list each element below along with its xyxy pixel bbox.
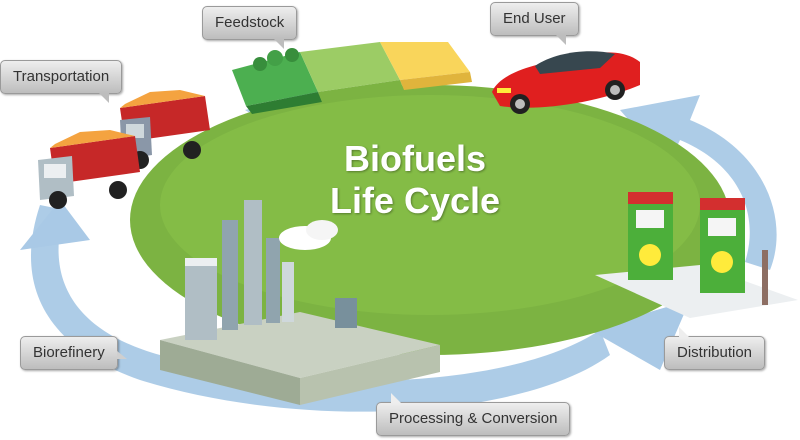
title-line-1: Biofuels xyxy=(343,138,486,179)
callout-end-user: End User xyxy=(490,2,579,45)
callout-distribution: Distribution xyxy=(664,327,766,370)
red-car-icon xyxy=(492,51,640,114)
callout-processing-conversion: Processing & Conversion xyxy=(376,393,571,436)
callout-biorefinery: Biorefinery xyxy=(20,336,127,370)
crop-field-icon xyxy=(232,42,472,114)
diagram-title: Biofuels Life Cycle xyxy=(300,138,530,222)
grain-truck-icon xyxy=(38,90,210,209)
callout-transportation: Transportation xyxy=(0,60,123,103)
title-line-2: Life Cycle xyxy=(329,180,501,221)
callout-feedstock: Feedstock xyxy=(202,6,298,49)
fuel-pump-icon xyxy=(595,192,798,318)
refinery-icon xyxy=(160,200,440,405)
